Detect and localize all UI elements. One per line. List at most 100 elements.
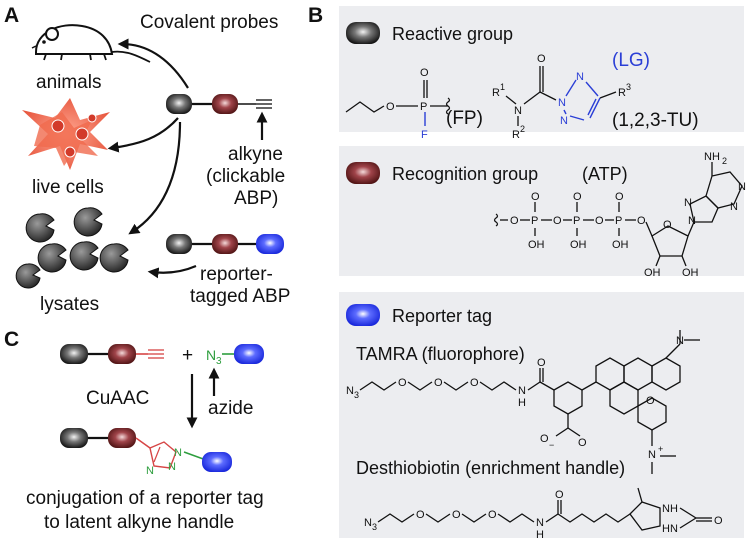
caption-line-2: to latent alkyne handle bbox=[44, 512, 234, 533]
svg-text:O: O bbox=[488, 509, 497, 521]
svg-text:OH: OH bbox=[612, 239, 629, 251]
svg-text:O: O bbox=[714, 515, 723, 527]
tu-structure: R 1 N R 2 O N N N R 3 bbox=[492, 53, 631, 141]
atp-label: (ATP) bbox=[582, 164, 628, 184]
triazole-ring: N N N bbox=[146, 441, 182, 477]
svg-text:NH: NH bbox=[662, 503, 678, 515]
tu-label: (1,2,3-TU) bbox=[612, 110, 699, 131]
reactive-group-sphere bbox=[166, 94, 192, 114]
arrow-reporter-to-lysates bbox=[147, 264, 197, 279]
recognition-group-box bbox=[339, 146, 744, 276]
triazole-n2: N bbox=[146, 465, 154, 477]
svg-text:O: O bbox=[663, 219, 672, 231]
alkyne-probe bbox=[166, 94, 272, 114]
svg-text:O: O bbox=[646, 395, 655, 407]
svg-text:N: N bbox=[514, 105, 522, 117]
svg-text:O: O bbox=[555, 489, 564, 501]
recognition-group-sphere bbox=[212, 94, 238, 114]
reporter-label-2: tagged ABP bbox=[190, 286, 290, 307]
conjugated-probe: N N N bbox=[60, 428, 232, 477]
svg-text:O: O bbox=[615, 191, 624, 203]
alkyne-label-2: (clickable bbox=[206, 166, 285, 187]
panel-b: B Reactive group O P O F (FP) R 1 N R bbox=[308, 4, 746, 541]
svg-text:O: O bbox=[420, 67, 429, 79]
arrow-to-live-cells bbox=[107, 117, 179, 153]
svg-text:N: N bbox=[518, 385, 526, 397]
svg-text:N: N bbox=[730, 201, 738, 213]
cuaac-label: CuAAC bbox=[86, 388, 149, 409]
fp-label: (FP) bbox=[446, 108, 483, 129]
svg-text:N: N bbox=[648, 449, 656, 461]
svg-text:N: N bbox=[576, 71, 584, 83]
arrow-to-animals bbox=[117, 38, 189, 89]
svg-text:+: + bbox=[658, 444, 663, 454]
lg-label: (LG) bbox=[612, 50, 650, 71]
svg-text:N: N bbox=[738, 181, 746, 193]
azide-label: azide bbox=[208, 398, 253, 419]
svg-text:1: 1 bbox=[500, 82, 505, 92]
svg-text:OH: OH bbox=[528, 239, 545, 251]
mouse-icon bbox=[31, 24, 151, 63]
alkyne-label-1: alkyne bbox=[228, 144, 283, 165]
svg-text:O: O bbox=[452, 509, 461, 521]
svg-text:P: P bbox=[531, 215, 538, 227]
svg-text:O: O bbox=[470, 377, 479, 389]
alkyne-probe-c bbox=[60, 344, 164, 364]
svg-text:O: O bbox=[531, 191, 540, 203]
svg-text:O: O bbox=[573, 191, 582, 203]
panel-a-letter: A bbox=[4, 4, 19, 27]
reporter-label-1: reporter- bbox=[200, 264, 273, 285]
svg-text:O: O bbox=[510, 215, 519, 227]
desthiobiotin-structure: N 3 O O O N H O NH HN O bbox=[364, 487, 723, 541]
svg-text:H: H bbox=[536, 529, 544, 541]
arrow-to-lysates bbox=[128, 121, 182, 235]
svg-text:3: 3 bbox=[354, 390, 359, 400]
svg-text:N: N bbox=[558, 97, 566, 109]
svg-text:3: 3 bbox=[626, 82, 631, 92]
svg-text:R: R bbox=[512, 129, 520, 141]
svg-text:O: O bbox=[578, 437, 587, 449]
svg-text:O: O bbox=[637, 215, 646, 227]
svg-text:R: R bbox=[618, 87, 626, 99]
live-cells-icon bbox=[22, 98, 110, 170]
svg-text:N: N bbox=[560, 115, 568, 127]
azide-n-sub: 3 bbox=[216, 356, 222, 367]
panel-c: C + N 3 CuAAC azide bbox=[4, 328, 264, 533]
recognition-group-title: Recognition group bbox=[392, 164, 538, 184]
triazole-n3: N bbox=[174, 447, 182, 459]
tamra-label: TAMRA (fluorophore) bbox=[356, 344, 525, 364]
azide-n: N bbox=[206, 347, 216, 363]
svg-text:2: 2 bbox=[722, 156, 727, 166]
svg-text:O: O bbox=[398, 377, 407, 389]
lysates-label: lysates bbox=[40, 294, 99, 315]
svg-text:OH: OH bbox=[644, 267, 661, 279]
reactive-group-box bbox=[339, 6, 744, 132]
svg-text:O: O bbox=[540, 433, 549, 445]
svg-text:HN: HN bbox=[662, 523, 678, 535]
svg-text:OH: OH bbox=[682, 267, 699, 279]
animals-label: animals bbox=[36, 72, 101, 93]
svg-text:H: H bbox=[518, 397, 526, 409]
fp-structure: O P O F bbox=[345, 67, 451, 141]
svg-text:F: F bbox=[421, 129, 428, 141]
alkyne-label-3: ABP) bbox=[234, 188, 278, 209]
live-cells-label: live cells bbox=[32, 177, 104, 198]
svg-text:NH: NH bbox=[704, 151, 720, 163]
panel-a: A animals Covalent probes live cells bbox=[4, 4, 290, 315]
svg-text:OH: OH bbox=[570, 239, 587, 251]
svg-text:N: N bbox=[364, 517, 372, 529]
svg-text:N: N bbox=[536, 517, 544, 529]
svg-text:O: O bbox=[595, 215, 604, 227]
reporter-tag-box bbox=[339, 292, 744, 538]
tamra-structure: N 3 O O O N H O O − O bbox=[346, 330, 700, 474]
plus-sign: + bbox=[182, 345, 193, 366]
azide-reporter: N 3 bbox=[206, 344, 264, 367]
svg-text:O: O bbox=[537, 357, 546, 369]
svg-text:O: O bbox=[553, 215, 562, 227]
svg-text:3: 3 bbox=[372, 522, 377, 532]
panel-c-letter: C bbox=[4, 328, 19, 351]
reporter-tagged-probe bbox=[166, 234, 284, 254]
svg-text:O: O bbox=[386, 101, 395, 113]
reporter-tag-sphere bbox=[256, 234, 284, 254]
